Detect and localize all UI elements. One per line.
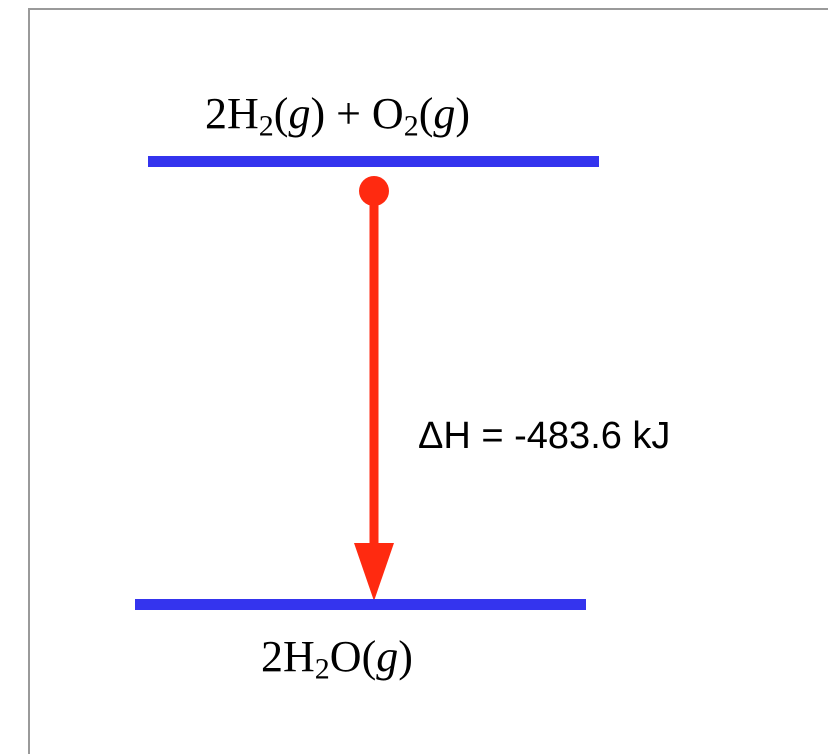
reactants-o-state: g — [433, 89, 456, 138]
reactants-coef: 2 — [205, 89, 227, 138]
frame-border-top — [28, 8, 828, 10]
reactants-h-sub: 2 — [258, 109, 274, 143]
reactant-energy-level — [148, 156, 599, 167]
products-coef: 2 — [261, 632, 283, 681]
products-h-sub: 2 — [314, 652, 330, 686]
products-label: 2H2O(g) — [261, 632, 413, 686]
down-arrow-icon — [354, 176, 394, 601]
products-h-symbol: H — [283, 632, 315, 681]
reactants-label: 2H2(g) + O2(g) — [205, 89, 471, 143]
arrow-head — [354, 543, 394, 601]
reactants-h-state: g — [288, 89, 311, 138]
products-state: g — [376, 632, 399, 681]
reactants-o-sub: 2 — [403, 109, 419, 143]
frame-border-left — [28, 8, 30, 754]
reactants-h-symbol: H — [227, 89, 259, 138]
reactants-plus: + — [325, 89, 372, 138]
reactants-o-symbol: O — [371, 89, 404, 138]
product-energy-level — [135, 599, 586, 610]
enthalpy-change-label: ΔH = -483.6 kJ — [418, 415, 671, 457]
products-o-symbol: O — [329, 632, 362, 681]
